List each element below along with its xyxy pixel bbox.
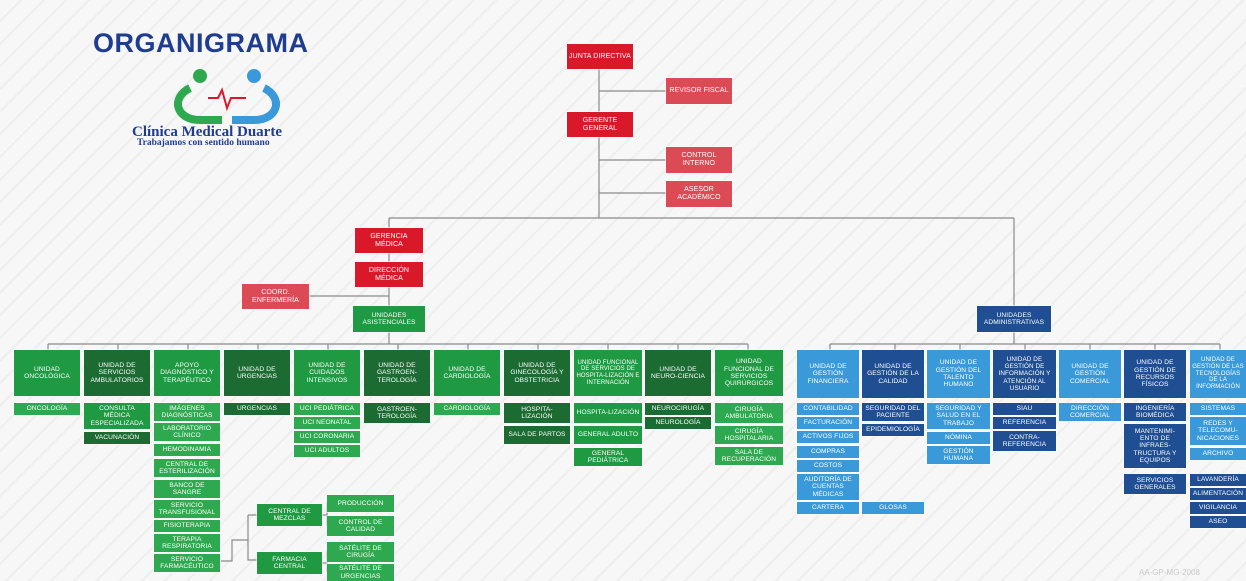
unit-item: CONSULTA MÉDICA ESPECIALIZADA: [84, 403, 150, 429]
unit-item: CARDIOLOGÍA: [434, 403, 500, 415]
unit-item: LABORATORIO CLÍNICO: [154, 423, 220, 441]
blue-unit-header: UNIDAD DE GESTIÓN COMERCIAL: [1059, 350, 1121, 398]
green-unit-header: UNIDAD DE GINECOLOGÍA Y OBSTETRICIA: [504, 350, 570, 396]
unit-item: UCI ADULTOS: [294, 445, 360, 457]
node-asesor-academico: ASESOR ACADÉMICO: [666, 181, 732, 207]
node-central-mezclas: CENTRAL DE MEZCLAS: [257, 504, 322, 526]
unit-item: ACTIVOS FIJOS: [797, 431, 859, 443]
clinic-logo-icon: [174, 69, 280, 124]
document-code: AA-GP-MG-2008: [1139, 568, 1200, 577]
green-unit-header: UNIDAD FUNCIONAL DE SERVICIOS DE HOSPITA…: [574, 350, 642, 396]
unit-item: CONTABILIDAD: [797, 403, 859, 415]
node-produccion: PRODUCCIÓN: [327, 495, 394, 512]
unit-item: GLOSAS: [862, 502, 924, 514]
unit-item: NÓMINA: [927, 432, 990, 444]
unit-item: LAVANDERÍA: [1190, 474, 1246, 486]
unit-item: REDES Y TELECOMU-NICACIONES: [1190, 417, 1246, 445]
green-unit-header: UNIDAD DE CUIDADOS INTENSIVOS: [294, 350, 360, 396]
blue-unit-header: UNIDAD DE GESTIÓN DEL TALENTO HUMANO: [927, 350, 990, 398]
unit-item: TERAPIA RESPIRATORIA: [154, 534, 220, 552]
clinic-name: Clínica Medical Duarte: [132, 124, 282, 140]
unit-item: HEMODINAMIA: [154, 444, 220, 456]
unit-item: SERVICIO FARMACÉUTICO: [154, 554, 220, 572]
node-control-calidad: CONTROL DE CALIDAD: [327, 516, 394, 536]
blue-unit-header: UNIDAD DE GESTIÓN FINANCIERA: [797, 350, 859, 398]
blue-unit-header: UNIDAD DE GESTIÓN DE LA CALIDAD: [862, 350, 924, 398]
green-unit-header: UNIDAD DE SERVICIOS AMBULATORIOS: [84, 350, 150, 396]
unit-item: CARTERA: [797, 502, 859, 514]
unit-item: SERVICIOS GENERALES: [1124, 474, 1186, 494]
unit-item: FACTURACIÓN: [797, 417, 859, 429]
unit-item: MANTENIMI-ENTO DE INFRAES-TRUCTURA Y EQU…: [1124, 424, 1186, 468]
node-gerencia-medica: GERENCIA MÉDICA: [355, 228, 423, 253]
clinic-tagline: Trabajamos con sentido humano: [137, 138, 270, 148]
unit-item: DIRECCIÓN COMERCIAL: [1059, 403, 1121, 421]
blue-unit-header: UNIDAD DE GESTIÓN DE RECURSOS FÍSICOS: [1124, 350, 1186, 398]
green-unit-header: APOYO DIAGNÓSTICO Y TERAPÉUTICO: [154, 350, 220, 396]
unit-item: IMÁGENES DIAGNÓSTICAS: [154, 403, 220, 421]
unit-item: BANCO DE SANGRE: [154, 480, 220, 498]
node-coord-enfermeria: COORD. ENFERMERÍA: [242, 284, 309, 309]
unit-item: REFERENCIA: [993, 417, 1056, 429]
unit-item: HOSPITA-LIZACIÓN: [504, 403, 570, 423]
node-unidades-administrativas: UNIDADES ADMINISTRATIVAS: [977, 306, 1051, 332]
unit-item: EPIDEMIOLOGÍA: [862, 424, 924, 436]
unit-item: SEGURIDAD DEL PACIENTE: [862, 403, 924, 421]
unit-item: GENERAL PEDIÁTRICA: [574, 448, 642, 466]
unit-item: URGENCIAS: [224, 403, 290, 415]
node-direccion-medica: DIRECCIÓN MÉDICA: [355, 262, 423, 287]
unit-item: NEUROCIRUGÍA: [645, 403, 711, 415]
unit-item: VACUNACIÓN: [84, 432, 150, 444]
node-gerente-general: GERENTE GENERAL: [567, 112, 633, 137]
node-control-interno: CONTROL INTERNO: [666, 147, 732, 173]
unit-item: COSTOS: [797, 460, 859, 472]
unit-item: CIRUGÍA HOSPITALARIA: [715, 426, 783, 444]
node-unidades-asistenciales: UNIDADES ASISTENCIALES: [353, 306, 425, 332]
unit-item: ARCHIVO: [1190, 448, 1246, 460]
blue-unit-header: UNIDAD DE GESTIÓN DE LAS TECNOLOGÍAS DE …: [1190, 350, 1246, 398]
green-unit-header: UNIDAD DE CARDIOLOGÍA: [434, 350, 500, 396]
unit-item: UCI PEDIÁTRICA: [294, 403, 360, 415]
unit-item: SALA DE RECUPERACIÓN: [715, 447, 783, 465]
green-unit-header: UNIDAD ONCOLÓGICA: [14, 350, 80, 396]
unit-item: CENTRAL DE ESTERILIZACIÓN: [154, 459, 220, 477]
unit-item: INGENIERÍA BIOMÉDICA: [1124, 403, 1186, 421]
unit-item: COMPRAS: [797, 446, 859, 458]
green-unit-header: UNIDAD FUNCIONAL DE SERVICIOS QUIRÚRGICO…: [715, 350, 783, 396]
unit-item: NEUROLOGÍA: [645, 417, 711, 429]
unit-item: FISIOTERAPIA: [154, 520, 220, 532]
unit-item: SEGURIDAD Y SALUD EN EL TRABAJO: [927, 403, 990, 429]
node-farmacia-central: FARMACIA CENTRAL: [257, 552, 322, 574]
unit-item: GENERAL ADULTO: [574, 426, 642, 444]
unit-item: SERVICIO TRANSFUSIONAL: [154, 500, 220, 518]
unit-item: SIAU: [993, 403, 1056, 415]
unit-item: UCI CORONARIA: [294, 431, 360, 443]
blue-unit-header: UNIDAD DE GESTIÓN DE INFORMACIÓN Y ATENC…: [993, 350, 1056, 398]
unit-item: SISTEMAS: [1190, 403, 1246, 415]
node-satelite-cirugia: SATÉLITE DE CIRUGÍA: [327, 542, 394, 562]
unit-item: ONCOLOGÍA: [14, 403, 80, 415]
unit-item: HOSPITA-LIZACIÓN: [574, 403, 642, 423]
unit-item: VIGILANCIA: [1190, 502, 1246, 514]
unit-item: CONTRA-REFERENCIA: [993, 431, 1056, 451]
green-unit-header: UNIDAD DE NEURO-CIENCIA: [645, 350, 711, 396]
page-title: ORGANIGRAMA: [93, 28, 309, 58]
unit-item: GASTROEN-TEROLOGÍA: [364, 403, 430, 423]
unit-item: UCI NEONATAL: [294, 417, 360, 429]
green-unit-header: UNIDAD DE GASTROEN-TEROLOGÍA: [364, 350, 430, 396]
unit-item: ASEO: [1190, 516, 1246, 528]
node-junta-directiva: JUNTA DIRECTIVA: [567, 44, 633, 69]
unit-item: ALIMENTACIÓN: [1190, 488, 1246, 500]
unit-item: GESTIÓN HUMANA: [927, 446, 990, 464]
unit-item: CIRUGÍA AMBULATORIA: [715, 403, 783, 423]
node-satelite-urgencias: SATÉLITE DE URGENCIAS: [327, 564, 394, 581]
unit-item: AUDITORÍA DE CUENTAS MÉDICAS: [797, 474, 859, 500]
green-unit-header: UNIDAD DE URGENCIAS: [224, 350, 290, 396]
node-revisor-fiscal: REVISOR FISCAL: [666, 78, 732, 104]
unit-item: SALA DE PARTOS: [504, 426, 570, 444]
